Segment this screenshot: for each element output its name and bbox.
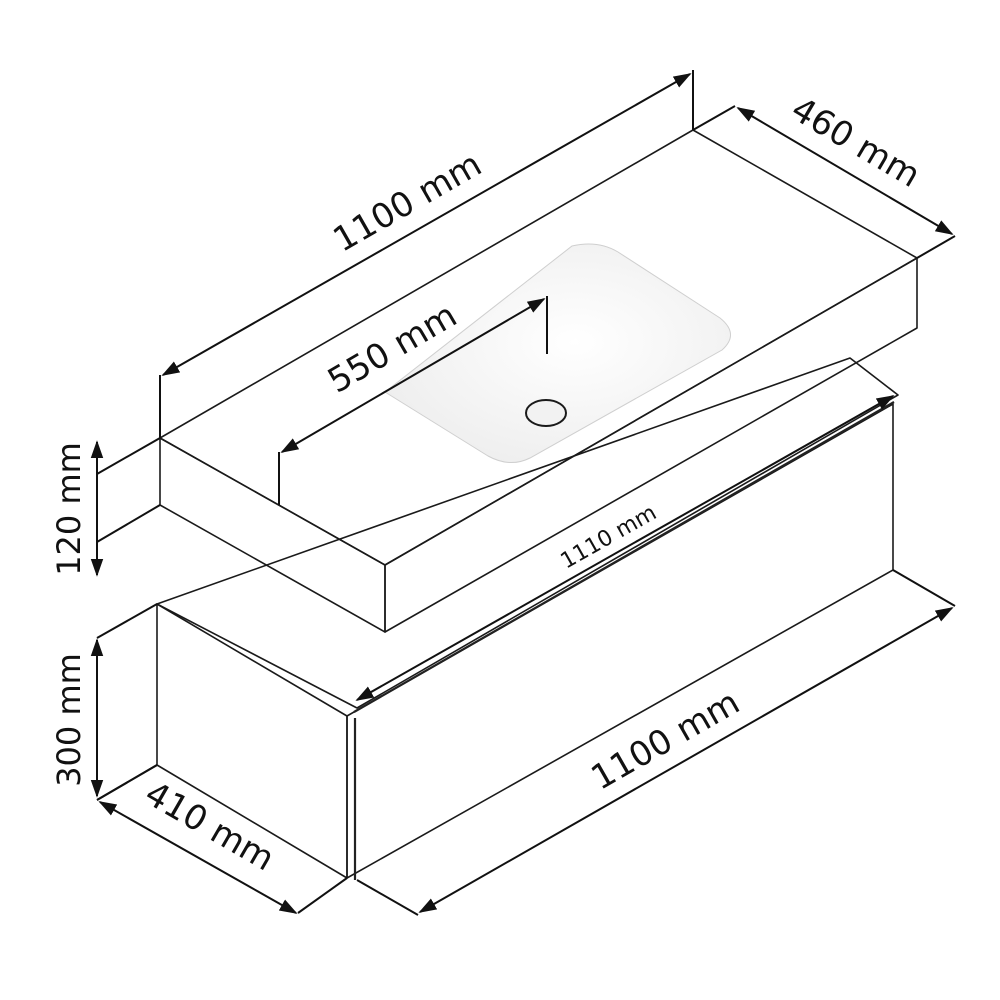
cabinet-depth-dimension	[98, 801, 298, 914]
cabinet-height-label: 300 mm	[50, 653, 88, 787]
countertop-depth-label: 460 mm	[784, 89, 927, 196]
drawer-gap-line	[353, 401, 895, 713]
countertop-height-label: 120 mm	[50, 442, 88, 576]
basin-width-dimension	[280, 298, 546, 453]
dimension-labels: 1100 mm 460 mm 550 mm 120 mm 1110 mm 300…	[50, 89, 927, 879]
cabinet-front	[346, 403, 894, 879]
dimension-lines	[90, 70, 956, 916]
countertop	[159, 129, 918, 633]
countertop-length-dimension	[161, 73, 692, 376]
basin	[384, 243, 731, 463]
drain-icon	[525, 399, 567, 427]
countertop-depth-dimension	[736, 107, 954, 235]
cabinet-length-dimension	[418, 607, 954, 913]
cabinet-top-length-dimension	[355, 395, 895, 701]
